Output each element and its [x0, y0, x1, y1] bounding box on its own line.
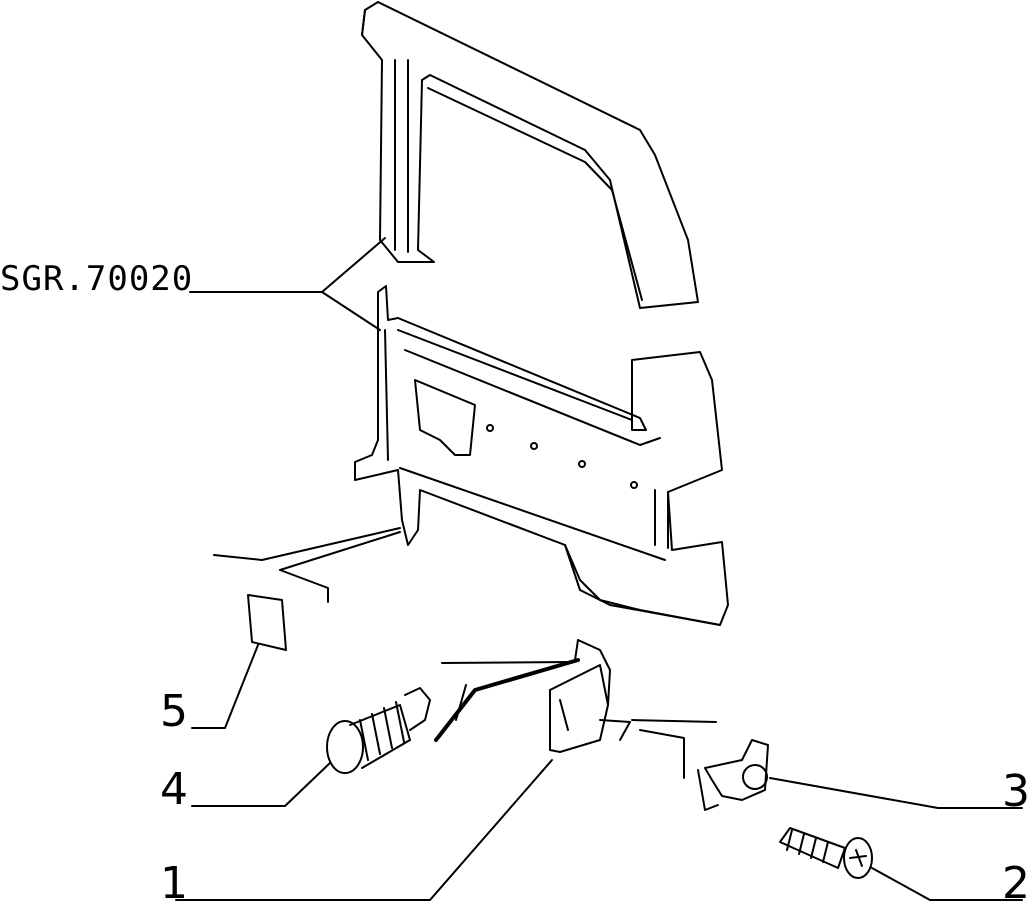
lower-body-panel — [354, 285, 729, 626]
screw-part — [779, 827, 1023, 901]
reference-leader — [189, 237, 386, 331]
callout-2-label: 2 — [1002, 858, 1030, 905]
pad-part — [191, 527, 401, 729]
bracket-part — [175, 639, 717, 901]
callout-1-label: 1 — [160, 858, 188, 905]
callout-3-label: 3 — [1002, 766, 1030, 817]
clip-nut-part — [697, 739, 1023, 811]
push-rivet-part — [191, 687, 431, 807]
callout-4-label: 4 — [160, 764, 188, 815]
upper-door-frame — [361, 1, 699, 309]
callout-5-label: 5 — [160, 686, 188, 737]
reference-label: SGR.70020 — [0, 259, 194, 299]
